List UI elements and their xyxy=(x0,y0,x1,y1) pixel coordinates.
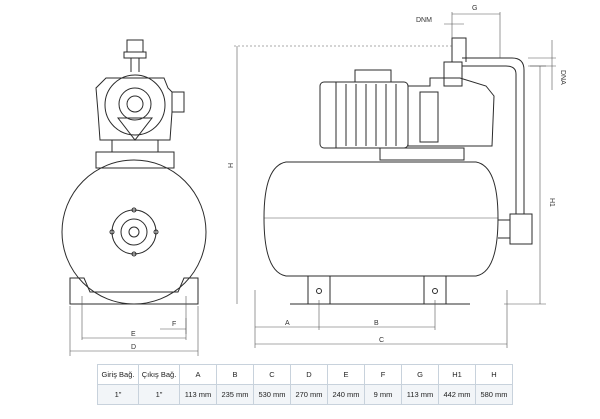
table-row: 1" 1" 113 mm 235 mm 530 mm 270 mm 240 mm… xyxy=(97,384,513,405)
label-h: H xyxy=(228,163,235,168)
value-cell: 9 mm xyxy=(364,384,402,405)
value-cell: 1" xyxy=(138,384,180,405)
value-cell: 530 mm xyxy=(253,384,291,405)
table-header-row: Giriş Bağ. Çıkış Bağ. A B C D E F G H1 H xyxy=(97,364,513,385)
pump-technical-drawing: DNM G DNA H H1 A B C D E F xyxy=(61,5,566,356)
label-dna: DNA xyxy=(559,70,566,85)
label-b: B xyxy=(374,320,379,327)
header-cell: A xyxy=(179,364,217,385)
value-cell: 580 mm xyxy=(475,384,513,405)
value-cell: 442 mm xyxy=(438,384,476,405)
label-f: F xyxy=(172,321,176,328)
side-view xyxy=(234,12,556,348)
header-cell: Çıkış Bağ. xyxy=(138,364,180,385)
value-cell: 240 mm xyxy=(327,384,365,405)
label-d: D xyxy=(131,344,136,351)
label-g: G xyxy=(472,5,477,12)
header-cell: G xyxy=(401,364,439,385)
value-cell: 235 mm xyxy=(216,384,254,405)
dimension-table: Giriş Bağ. Çıkış Bağ. A B C D E F G H1 H… xyxy=(97,364,513,405)
header-cell: H1 xyxy=(438,364,476,385)
label-e: E xyxy=(131,331,136,338)
header-cell: C xyxy=(253,364,291,385)
value-cell: 113 mm xyxy=(401,384,439,405)
header-cell: H xyxy=(475,364,513,385)
label-dnm: DNM xyxy=(416,17,432,24)
value-cell: 1" xyxy=(97,384,139,405)
header-cell: F xyxy=(364,364,402,385)
label-c: C xyxy=(379,337,384,344)
value-cell: 270 mm xyxy=(290,384,328,405)
value-cell: 113 mm xyxy=(179,384,217,405)
label-h1: H1 xyxy=(548,198,555,207)
label-a: A xyxy=(285,320,290,327)
front-view xyxy=(61,39,207,356)
header-cell: Giriş Bağ. xyxy=(97,364,139,385)
header-cell: D xyxy=(290,364,328,385)
header-cell: E xyxy=(327,364,365,385)
header-cell: B xyxy=(216,364,254,385)
